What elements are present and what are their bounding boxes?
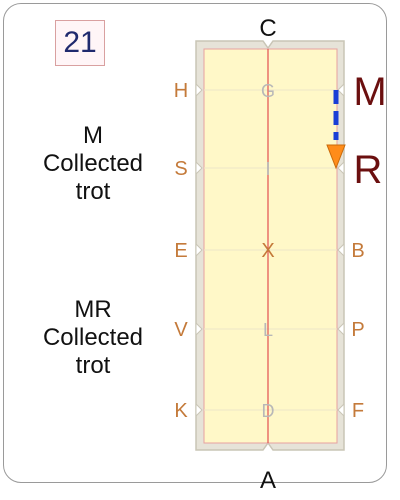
route-arrow-icon [326,144,346,170]
left-markers [195,82,203,418]
letter-right-2: P [351,319,364,341]
marker-notch-s [195,160,203,176]
letter-top: C [259,15,276,42]
marker-notch-r [337,160,345,176]
letter-left-4: V [174,319,188,341]
marker-notch-v [195,321,203,337]
marker-notch-f [337,402,345,418]
movement-1-line-2: Collected [42,150,144,177]
movement-2-line-3: trot [75,352,111,379]
marker-notch-b [337,242,345,258]
letter-center-2: I [265,159,270,179]
arena-grid [204,89,337,411]
letter-center-3: X [261,240,274,262]
letter-left-5: K [174,400,188,422]
movement-2-line-1: MR [74,296,112,323]
movement-number: 21 [63,26,97,59]
movement-2-text: MR Collected trot [23,296,163,380]
letter-center-1: G [261,81,275,101]
marker-notch-m [337,82,345,98]
movement-2-line-2: Collected [42,324,144,351]
letter-right-1: B [351,240,364,262]
letter-left-1: H [174,80,188,102]
movement-1-line-1: M [83,122,103,149]
right-markers [337,82,345,418]
letter-left-3: E [174,240,187,262]
marker-notch-e [195,242,203,258]
letter-bottom: A [260,467,276,494]
route-from-label: M [353,70,386,114]
marker-notch-p [337,321,345,337]
arena-surface [203,48,338,444]
movement-1-text: M Collected trot [23,122,163,206]
movement-1-line-3: trot [75,178,111,205]
route-to-label: R [354,148,383,192]
marker-notch-k [195,402,203,418]
letter-center-4: L [263,320,273,340]
movement-number-badge: 21 [55,20,105,66]
marker-notch-h [195,82,203,98]
letter-center-5: D [262,401,275,421]
letter-right-3: F [352,400,364,422]
letter-left-2: S [174,158,187,180]
